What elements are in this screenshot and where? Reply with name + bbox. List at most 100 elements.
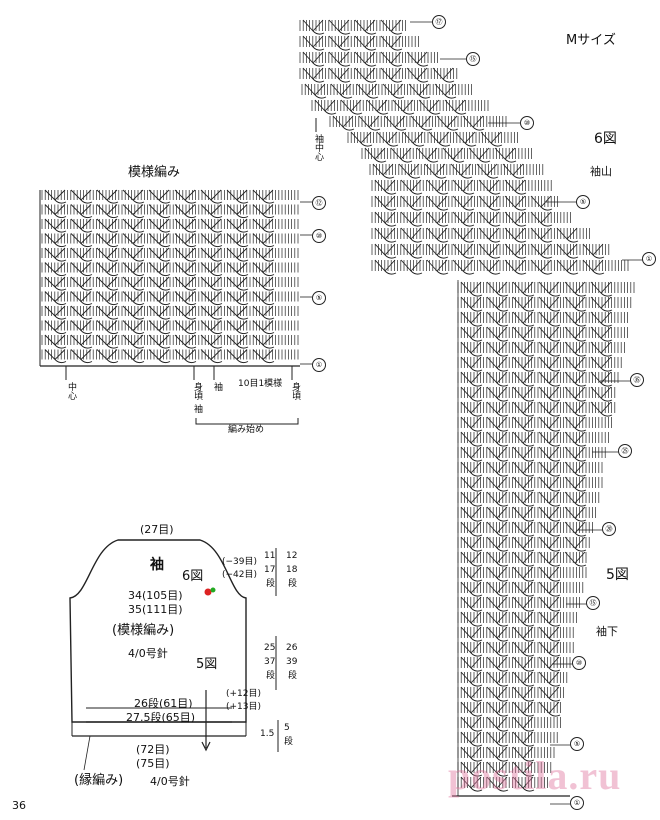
center-label: 中心 — [66, 382, 76, 400]
cap-rows-1: 17 — [264, 565, 276, 575]
pattern-band-stitches — [41, 335, 299, 345]
body-unit-2: 段 — [288, 671, 298, 681]
sleeve-body-band-fans — [460, 461, 587, 477]
body-height-1: 25 — [264, 643, 276, 653]
sleeve-cap-band-fans — [302, 19, 403, 35]
pattern-band-fans — [44, 276, 275, 291]
pattern-band-fans — [44, 233, 275, 248]
sleeve-row-marker: ⑮ — [586, 596, 600, 610]
sleeve-cap-band-fans — [364, 147, 517, 163]
sleeve-body-band-stitches — [457, 627, 574, 638]
sleeve-cap-band-stitches — [299, 36, 419, 47]
sleeve-body-band-stitches — [457, 717, 561, 728]
sleeve-cap-band-fans — [302, 67, 455, 83]
sleeve-row-marker: ⑩ — [520, 116, 534, 130]
schematic-cuff-width-1: 26段(61目) — [134, 697, 193, 710]
pattern-band-fans — [44, 291, 275, 306]
schematic-border-label: (縁編み) — [74, 773, 124, 788]
sleeve-cap-band-fans — [314, 99, 467, 115]
pattern-band-fans — [44, 247, 275, 262]
sleeve-body-band-stitches — [457, 702, 561, 713]
sleeve-body-band-fans — [460, 701, 561, 717]
border-height: 1.5 — [260, 729, 275, 739]
pattern-band-fans — [44, 334, 275, 349]
pattern-row-marker: ⑤ — [312, 291, 326, 305]
schematic-needle: 4/0号針 — [128, 647, 168, 660]
schematic-dec-1: (−39目) — [222, 557, 258, 567]
sleeve-body-band-fans — [460, 551, 587, 567]
sleeve-body-band-fans — [460, 746, 535, 762]
sleeve-cap-band-fans — [350, 131, 503, 147]
sleeve-body-band-fans — [460, 281, 613, 297]
sleeve-cap-band-stitches — [299, 68, 458, 79]
fig5-sub-label: 袖下 — [596, 625, 618, 638]
sleeve-body-band-stitches — [457, 387, 616, 398]
schematic-inc-1: (+12目) — [226, 689, 262, 699]
fig6-label: 6図 — [594, 131, 617, 147]
schematic-top-stitches: (27目) — [140, 523, 174, 536]
pattern-band-fans — [44, 204, 275, 219]
sleeve-body-band-fans — [460, 611, 561, 627]
sleeve-body-band-fans — [460, 776, 535, 792]
sleeve-row-marker: ㉟ — [630, 373, 644, 387]
pattern-band-stitches — [41, 291, 299, 302]
sleeve-body-band-stitches — [457, 432, 609, 443]
pattern-row-marker: ⑩ — [312, 229, 326, 243]
schematic-cuff-width-2: 27.5段(65目) — [126, 711, 196, 724]
sleeve-cap-band-fans — [374, 211, 553, 227]
sleeve-cap-band-stitches — [329, 116, 507, 127]
sleeve-row-marker: ㉕ — [618, 444, 632, 458]
body-sub-label: 袖 — [192, 404, 202, 413]
schematic-inc-2: (+13目) — [226, 702, 262, 712]
sleeve-body-band-fans — [460, 401, 613, 417]
body-left-label: 身頃 — [192, 382, 202, 400]
pattern-band-fans — [44, 218, 275, 233]
sleeve-body-band-fans — [460, 536, 587, 552]
pattern-band-stitches — [41, 233, 299, 244]
sleeve-body-band-stitches — [457, 417, 612, 428]
pattern-chart-title: 模様編み — [128, 165, 181, 180]
sleeve-body-band-fans — [460, 596, 561, 612]
start-bracket — [195, 418, 299, 425]
pattern-band-stitches — [41, 248, 299, 258]
pattern-row-marker: ① — [312, 358, 326, 372]
sleeve-body-band-fans — [460, 686, 561, 702]
schematic-bottom-1: (72目) — [136, 743, 170, 756]
pattern-row-marker: ⑫ — [312, 196, 326, 210]
sleeve-cap-band-stitches — [371, 260, 629, 271]
bottom-leader — [83, 735, 91, 771]
pattern-band-stitches — [41, 262, 299, 273]
sleeve-body-band-fans — [460, 641, 561, 657]
schematic-fig6: 6図 — [182, 569, 204, 584]
sleeve-body-band-fans — [460, 506, 587, 522]
cap-unit-2: 段 — [288, 579, 298, 589]
pattern-band-stitches — [41, 190, 299, 200]
repeat-label: 10目1模様 — [238, 379, 283, 389]
body-rows-2: 39 — [286, 657, 298, 667]
sleeve-cap-band-fans — [332, 115, 485, 131]
sleeve-row-marker: ⑤ — [576, 195, 590, 209]
sleeve-cap-band-fans — [304, 83, 457, 99]
sleeve-row-marker: ① — [570, 796, 584, 810]
fig5-label: 5図 — [606, 567, 629, 583]
schematic-pattern: (模様編み) — [112, 623, 175, 638]
sleeve-body-band-fans — [460, 386, 613, 402]
sleeve-body-band-fans — [460, 716, 535, 732]
sleeve-body-band-stitches — [457, 372, 619, 383]
sleeve-body-band-fans — [460, 476, 587, 492]
sleeve-body-band-fans — [460, 371, 613, 387]
sleeve-row-marker: ⑤ — [570, 737, 584, 751]
sleeve-cap-band-fans — [374, 259, 605, 275]
cap-rows-2: 18 — [286, 565, 298, 575]
sleeve-body-band-fans — [460, 566, 561, 582]
size-label: Mサイズ — [566, 33, 616, 48]
body-right-label: 身頃 — [290, 382, 300, 400]
sleeve-outline — [69, 539, 247, 723]
border-rows: 5 — [284, 723, 290, 733]
sleeve-cap-band-fans — [372, 163, 525, 179]
sleeve-body-band-fans — [460, 356, 613, 372]
sleeve-cap-band-fans — [302, 51, 429, 67]
sleeve-row-marker: ① — [642, 252, 656, 266]
sleeve-body-band-stitches — [457, 357, 622, 368]
